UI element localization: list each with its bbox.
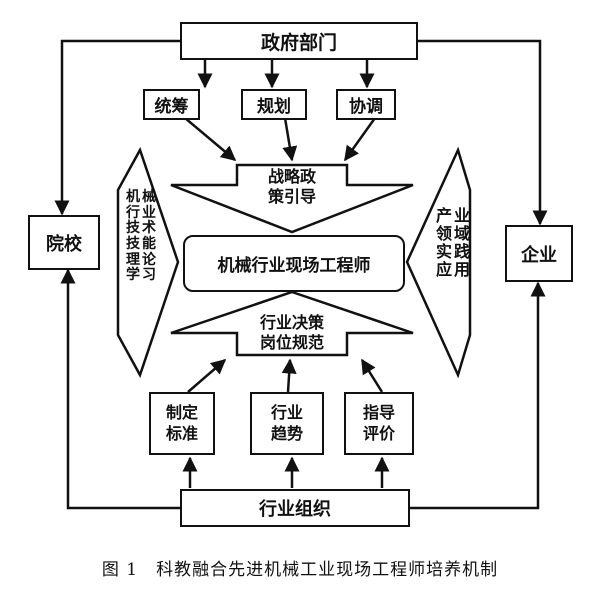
coordinate-all-box: 统筹 xyxy=(143,89,200,120)
trends-box: 行业 趋势 xyxy=(250,392,324,455)
government-box: 政府部门 xyxy=(180,22,418,60)
planning-label: 规划 xyxy=(257,97,291,117)
enterprise-label: 企业 xyxy=(521,244,557,266)
strategy-arrow-label: 战略政 策引导 xyxy=(267,167,316,206)
industry-org-side-lines xyxy=(60,268,546,510)
enterprise-arrow-shape xyxy=(405,146,472,379)
industry-org-label: 行业组织 xyxy=(259,499,331,520)
lower-to-industry-arrows xyxy=(187,358,384,393)
evaluation-box: 指导 评价 xyxy=(344,392,414,455)
school-arrow-shape xyxy=(116,146,180,379)
school-label: 院校 xyxy=(46,233,82,255)
coordinate-label: 协调 xyxy=(349,97,383,117)
center-label: 机械行业现场工程师 xyxy=(217,256,371,276)
planning-box: 规划 xyxy=(241,89,307,120)
school-arrow-label: 机 行 技 技 理 学 械 业 术 能 论 习 xyxy=(126,189,156,284)
school-box: 院校 xyxy=(28,215,100,270)
industry-arrow-shape xyxy=(170,290,414,357)
enterprise-box: 企业 xyxy=(505,225,573,282)
coordinate-all-label: 统筹 xyxy=(154,97,189,117)
industry-org-box: 行业组织 xyxy=(180,489,410,527)
strategy-arrow-shape xyxy=(170,163,414,234)
government-label: 政府部门 xyxy=(260,31,337,54)
enterprise-arrow-label: 产 领 实 应 业 域 践 用 xyxy=(435,206,471,279)
sub-to-strategy-arrows xyxy=(184,117,377,162)
government-side-lines xyxy=(54,39,548,226)
industry-org-to-lower-arrows xyxy=(182,456,390,488)
industry-arrow-label: 行业决策 岗位规范 xyxy=(259,313,324,352)
figure-caption: 图 1 科教融合先进机械工业现场工程师培养机制 xyxy=(101,560,499,580)
government-to-sub-arrows xyxy=(197,57,375,89)
standards-box: 制定 标准 xyxy=(149,392,215,455)
center-box: 机械行业现场工程师 xyxy=(183,235,405,292)
coordinate-box: 协调 xyxy=(336,89,396,120)
